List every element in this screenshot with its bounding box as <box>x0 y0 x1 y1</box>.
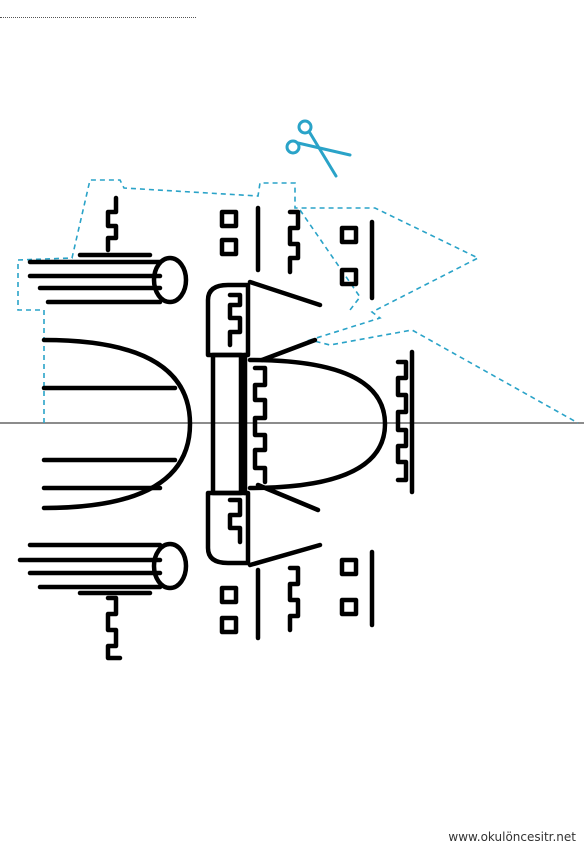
cut-outline <box>17 179 579 424</box>
footer-site-label: www.okulöncesitr.net <box>448 830 576 844</box>
name-write-line <box>0 17 196 18</box>
scissors-icon <box>285 119 352 178</box>
castle-drawing <box>17 195 415 661</box>
